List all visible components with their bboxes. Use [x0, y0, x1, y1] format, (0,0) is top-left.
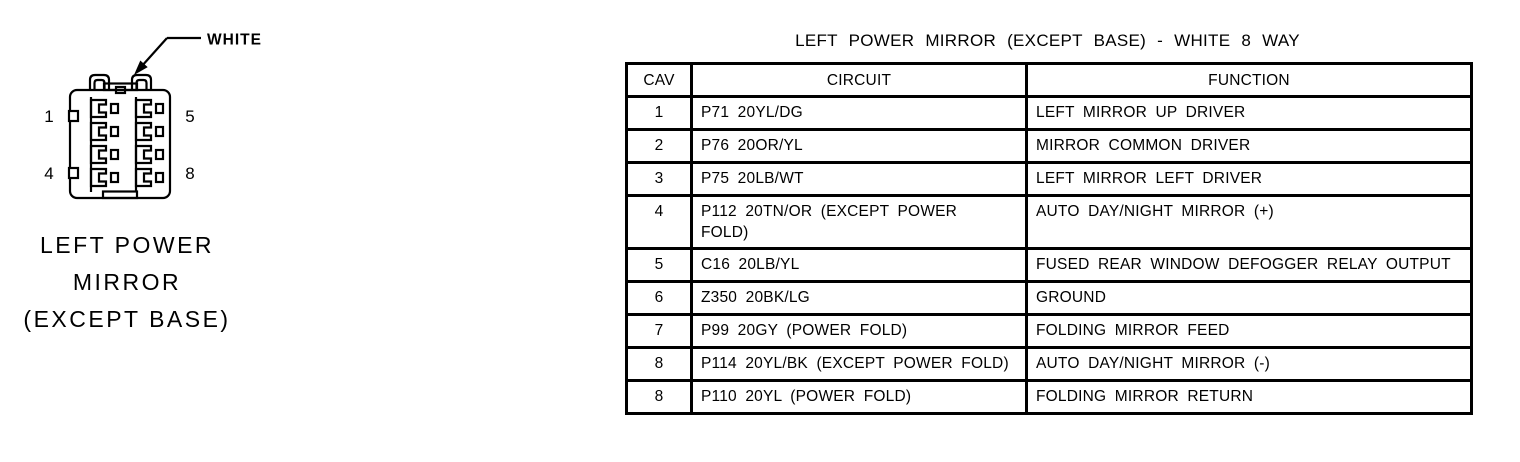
column-header-function: FUNCTION: [1025, 62, 1473, 98]
connector-tab-right: [130, 73, 153, 91]
terminal-column-right: [134, 97, 165, 192]
cell-function: GROUND: [1025, 280, 1473, 316]
connector-body: [67, 73, 172, 200]
cell-circuit: P76 20OR/YL: [690, 128, 1028, 164]
cell-function: LEFT MIRROR LEFT DRIVER: [1025, 161, 1473, 197]
cell-circuit: P71 20YL/DG: [690, 95, 1028, 131]
pin-label-8: 8: [185, 164, 194, 183]
column-header-circuit: CIRCUIT: [690, 62, 1028, 98]
table-title: LEFT POWER MIRROR (EXCEPT BASE) - WHITE …: [795, 31, 1300, 50]
connector-bottom-slot: [101, 190, 139, 200]
cell-cav: 8: [625, 379, 693, 415]
cell-function: AUTO DAY/NIGHT MIRROR (-): [1025, 346, 1473, 382]
cell-cav: 5: [625, 247, 693, 283]
connector-diagram: WHITE 1 4: [44, 32, 262, 200]
connector-tab-left: [88, 73, 111, 91]
table-header-row: CAV CIRCUIT FUNCTION: [625, 62, 1473, 98]
pin-label-4: 4: [44, 164, 53, 183]
cell-cav: 8: [625, 346, 693, 382]
cell-cav: 6: [625, 280, 693, 316]
cell-function: FOLDING MIRROR RETURN: [1025, 379, 1473, 415]
connector-side-lock-top: [67, 109, 80, 123]
cell-cav: 7: [625, 313, 693, 349]
connector-caption: LEFT POWER MIRROR (EXCEPT BASE): [12, 227, 242, 338]
cell-circuit: P75 20LB/WT: [690, 161, 1028, 197]
cell-circuit: P99 20GY (POWER FOLD): [690, 313, 1028, 349]
cell-function: FUSED REAR WINDOW DEFOGGER RELAY OUTPUT: [1025, 247, 1473, 283]
cell-cav: 3: [625, 161, 693, 197]
connector-top-key: [114, 85, 127, 95]
pin-label-1: 1: [44, 107, 53, 126]
cell-function: LEFT MIRROR UP DRIVER: [1025, 95, 1473, 131]
connector-top-slot: [102, 82, 139, 92]
cell-function: AUTO DAY/NIGHT MIRROR (+): [1025, 194, 1473, 250]
pin-label-5: 5: [185, 107, 194, 126]
white-leader-arrow: [134, 36, 201, 75]
cell-circuit: P114 20YL/BK (EXCEPT POWER FOLD): [690, 346, 1028, 382]
cell-circuit: P110 20YL (POWER FOLD): [690, 379, 1028, 415]
cell-function: FOLDING MIRROR FEED: [1025, 313, 1473, 349]
cell-circuit: P112 20TN/OR (EXCEPT POWER FOLD): [690, 194, 1028, 250]
terminal-column-left: [89, 97, 120, 192]
cell-cav: 4: [625, 194, 693, 250]
cell-cav: 1: [625, 95, 693, 131]
column-header-cav: CAV: [625, 62, 693, 98]
connector-color-label: WHITE: [207, 32, 262, 49]
cell-function: MIRROR COMMON DRIVER: [1025, 128, 1473, 164]
cell-circuit: C16 20LB/YL: [690, 247, 1028, 283]
caption-line-3: (EXCEPT BASE): [23, 306, 231, 332]
cell-circuit: Z350 20BK/LG: [690, 280, 1028, 316]
caption-line-1: LEFT POWER: [39, 232, 215, 258]
caption-line-2: MIRROR: [72, 269, 182, 295]
cell-cav: 2: [625, 128, 693, 164]
connector-side-lock-bottom: [67, 166, 80, 180]
